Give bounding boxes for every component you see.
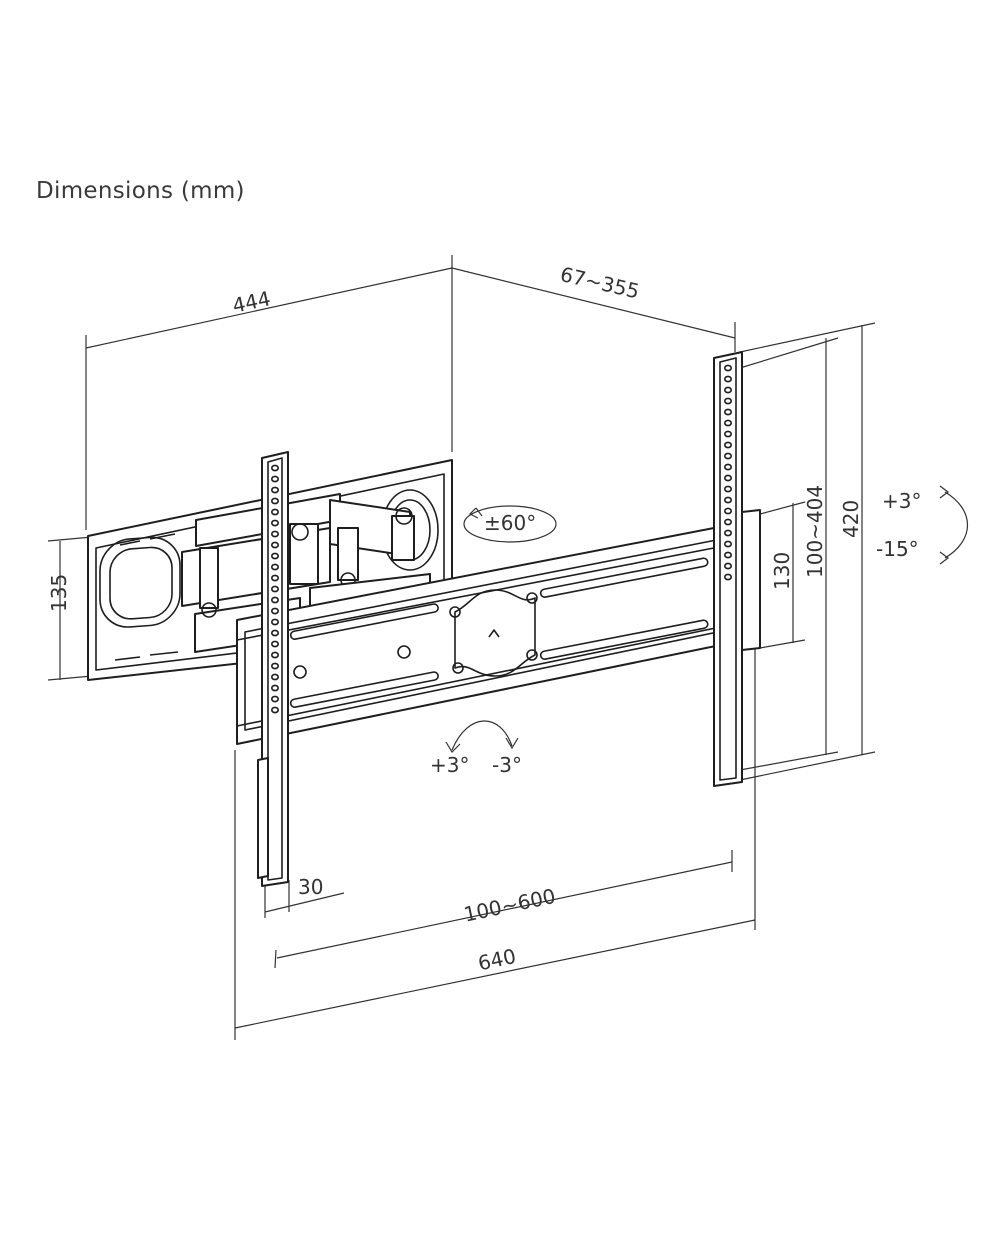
mounting-hole [270,629,279,637]
mounting-hole [270,497,279,505]
mounting-hole [270,673,279,681]
mounting-hole [723,441,732,449]
mounting-hole [723,562,732,570]
swivel-label: ±60° [484,511,536,535]
mounting-hole [723,386,732,394]
mounting-hole [270,607,279,615]
mounting-hole [723,452,732,460]
mounting-hole [723,540,732,548]
rotate-left-label: +3° [430,753,469,777]
tilt-indicator [939,485,969,565]
mounting-hole [723,397,732,405]
mounting-hole [723,551,732,559]
mounting-hole [270,508,279,516]
mounting-hole [723,419,732,427]
mounting-hole [723,485,732,493]
dimension-lines [47,255,876,1040]
vesa-vertical-label: 100~404 [803,485,827,578]
tilt-up-label: +3° [882,489,921,513]
mounting-hole [270,574,279,582]
overall-height-label: 420 [839,500,863,538]
mounting-hole [270,695,279,703]
depth-label: 444 [230,286,272,317]
mounting-hole [270,596,279,604]
mounting-hole [270,662,279,670]
mounting-hole [270,519,279,527]
vesa-horizontal-label: 100~600 [462,884,558,927]
rotation-indicator [445,720,519,753]
rail-height-label: 130 [770,552,794,590]
mounting-hole [270,684,279,692]
mounting-hole [270,552,279,560]
mounting-hole [270,541,279,549]
mounting-hole [270,706,279,714]
mounting-hole [270,475,279,483]
mounting-hole [723,364,732,372]
mounting-hole [723,573,732,581]
left-vertical-bracket [257,451,289,887]
mounting-hole [723,474,732,482]
page-title: Dimensions (mm) [36,178,245,204]
mounting-hole [270,530,279,538]
mounting-hole [723,496,732,504]
rotate-right-label: -3° [492,753,522,777]
bracket-width-label: 30 [298,875,323,899]
mounting-hole [723,507,732,515]
mounting-hole [270,618,279,626]
swivel-indicator [463,505,557,543]
mounting-hole [723,375,732,383]
mounting-hole [723,529,732,537]
mounting-hole [270,563,279,571]
tilt-down-label: -15° [876,537,919,561]
mounting-hole [270,486,279,494]
mounting-hole [723,518,732,526]
mounting-hole [723,463,732,471]
mounting-hole [270,651,279,659]
mounting-hole [723,408,732,416]
arm-plate-height-label: 135 [47,574,71,612]
horizontal-rail [236,521,746,745]
right-vertical-bracket [713,351,761,787]
mounting-hole [270,585,279,593]
mounting-hole [270,640,279,648]
mounting-hole [723,430,732,438]
mounting-hole [270,464,279,472]
